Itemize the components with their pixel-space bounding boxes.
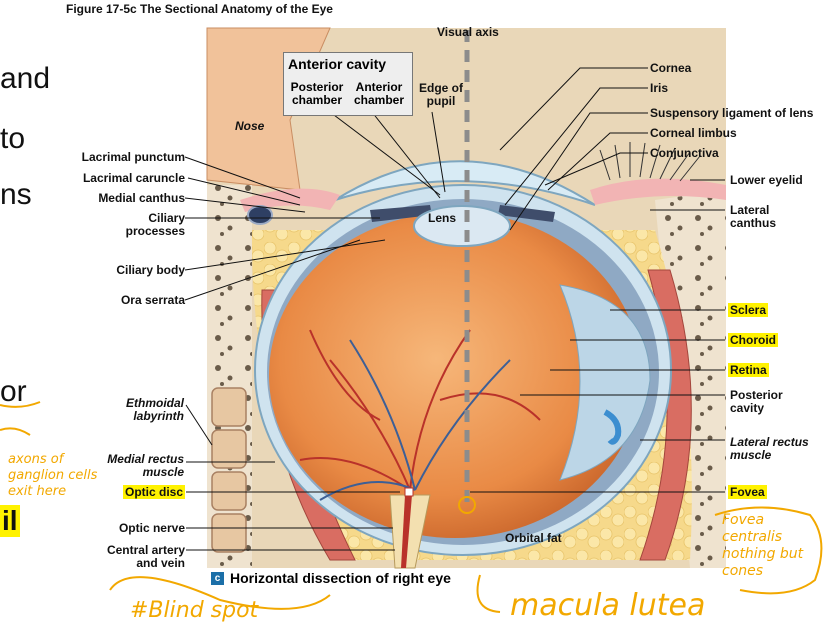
cornea [334,160,596,206]
retinal-vessels [299,329,541,491]
lateral-rectus-label: Lateral rectus muscle [730,435,809,462]
cornea-label: Cornea [650,61,692,75]
medial-canthus-label: Medial canthus [98,191,185,205]
eyelashes [599,142,701,182]
optic-disc-marker [404,487,414,497]
central-artery-vein-label: Central artery and vein [106,543,185,570]
handwritten-axons-note: axons of ganglion cells exit here [8,452,98,499]
conjunctiva-label: Conjunctiva [650,146,719,160]
anterior-cavity-title: Anterior cavity [288,56,387,72]
lower-eyelid [590,178,726,205]
lens-label: Lens [428,211,457,225]
orbital-fat-label: Orbital fat [505,531,562,545]
caption-text: Horizontal dissection of right eye [230,570,451,586]
choroid-label: Choroid [728,333,778,347]
anterior-cavity-box: Anterior cavity Posterior chamber Anteri… [283,52,413,116]
handwritten-macula-lutea: macula lutea [510,588,706,623]
edge-of-pupil-label: Edge of pupil [419,81,463,108]
slide-text-ns: ns [0,178,32,211]
lacrimal-caruncle-label: Lacrimal caruncle [82,171,185,185]
slide-text-and: and [0,62,51,95]
ora-serrata-label: Ora serrata [120,293,185,307]
leader-lines-left [184,111,446,551]
handwritten-strokes [0,401,823,613]
retina-label: Retina [728,363,769,377]
fovea-marker [458,496,476,514]
slide-text-to: to [0,122,26,155]
ciliary-processes-label: Ciliary processes [125,211,185,238]
optic-nerve [389,494,431,569]
ethmoidal-labyrinth-label: Ethmoidal labyrinth [125,396,184,423]
optic-disc-label: Optic disc [122,485,185,499]
retinal-veins [319,339,511,501]
figure-title: Figure 17-5c The Sectional Anatomy of th… [66,2,333,16]
sclera-label: Sclera [728,303,769,317]
leader-lines-right [470,67,725,493]
slide-text-il: il [0,505,20,537]
ethmoid-cells [211,387,247,553]
handwritten-fovea-note: Fovea centralis nothing but cones [722,512,804,579]
iris-left [370,205,432,222]
fovea-label: Fovea [728,485,767,499]
nose-label: Nose [235,119,265,133]
retina-flap [559,284,651,481]
ciliary-body-label: Ciliary body [116,263,185,277]
vitreous-body [269,212,641,538]
anterior-chamber-label: Anterior chamber [353,80,405,107]
medial-rectus-label: Medial rectus muscle [107,452,184,479]
caption-letter-badge: c [211,572,224,585]
visual-axis-label: Visual axis [437,25,499,39]
posterior-cavity-vessel [603,409,622,445]
central-artery [401,495,412,568]
suspensory-ligament-label: Suspensory ligament of lens [650,106,814,120]
lacrimal-punctum-label: Lacrimal punctum [81,150,185,164]
iris-label: Iris [650,81,669,95]
handwritten-blind-spot: #Blind spot [130,598,259,623]
slide-text-or: or [0,375,27,408]
optic-nerve-label: Optic nerve [118,521,185,535]
posterior-chamber-label: Posterior chamber [290,80,344,107]
lens [413,205,511,247]
corneal-limbus-label: Corneal limbus [650,126,737,140]
lower-eyelid-label: Lower eyelid [730,173,803,187]
lacrimal-duct [247,205,273,225]
posterior-cavity-label: Posterior cavity [730,388,783,415]
iris-right [498,205,555,222]
lateral-canthus-label: Lateral canthus [730,203,777,230]
